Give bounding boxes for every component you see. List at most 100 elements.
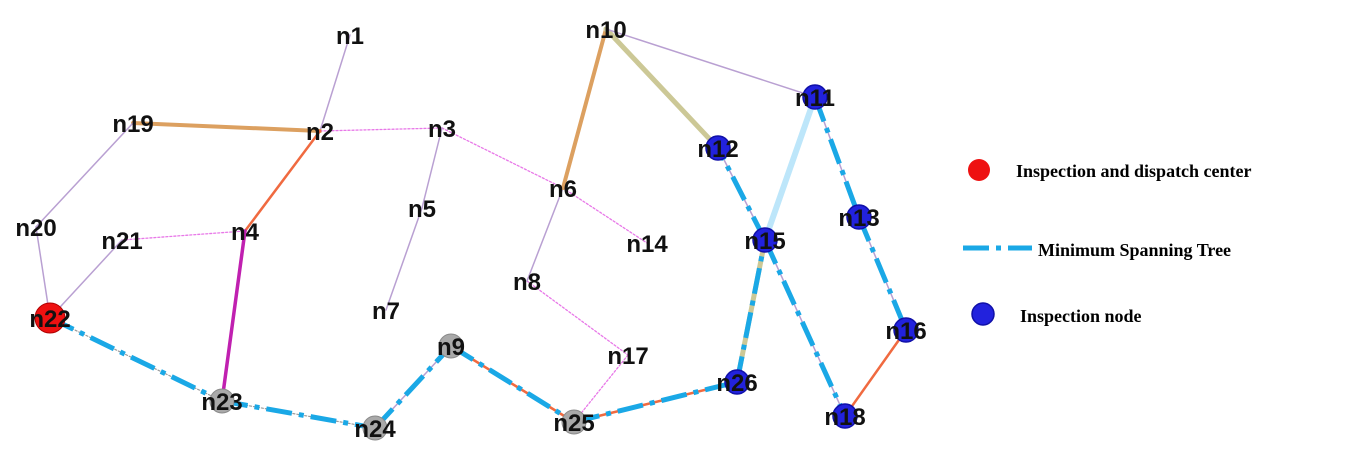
edge-n10-n12	[603, 26, 721, 151]
node-label-n1: n1	[336, 23, 364, 50]
node-label-n10: n10	[585, 17, 626, 44]
edge-n19-n20	[35, 122, 134, 228]
node-n17[interactable]: n17	[607, 343, 648, 370]
inspection-node-marker	[802, 84, 828, 110]
inspection-node-marker	[832, 403, 858, 429]
node-n6[interactable]: n6	[549, 176, 577, 203]
node-n21[interactable]: n21	[101, 228, 142, 255]
legend: Inspection and dispatch center Minimum S…	[963, 159, 1252, 326]
mst-edge-n23-n24	[221, 398, 376, 431]
node-label-n23: n23	[201, 389, 242, 416]
inspection-node-marker	[752, 227, 778, 253]
inspection-node-marker	[705, 135, 731, 161]
node-n18[interactable]: n18	[824, 403, 866, 431]
edge-n6-n14	[562, 187, 648, 244]
node-n19[interactable]: n19	[112, 111, 153, 138]
legend-inspection-label: Inspection node	[1020, 306, 1142, 326]
edge-n5-n7	[385, 207, 423, 311]
edge-n17-n25	[573, 354, 629, 423]
node-label-n21: n21	[101, 228, 142, 255]
mst-edge-n15-n12	[715, 146, 768, 242]
node-label-n22: n22	[29, 306, 70, 333]
node-label-n24: n24	[354, 416, 396, 443]
nodes-layer: n1 n2 n3 n4 n5 n6 n7 n8 n9 n10 n11 n12 n13 n14 n15 n16 n…	[15, 17, 926, 443]
node-n25[interactable]: n25	[553, 409, 595, 437]
node-n4[interactable]: n4	[231, 219, 260, 246]
node-label-n18: n18	[824, 404, 865, 431]
node-label-n6: n6	[549, 176, 577, 203]
node-n14[interactable]: n14	[626, 231, 668, 258]
mst-edge-n11-n13	[812, 96, 862, 218]
node-n26[interactable]: n26	[716, 369, 758, 397]
node-n22[interactable]: n22	[29, 302, 71, 334]
gray-node-marker	[561, 409, 587, 435]
node-n9[interactable]: n9	[437, 333, 465, 361]
edge-n16-n18	[843, 328, 908, 418]
edge-n6-n8	[526, 187, 564, 282]
node-n16[interactable]: n16	[885, 317, 927, 345]
mst-edge-n15-n18	[762, 238, 848, 418]
node-label-n20: n20	[15, 215, 56, 242]
mst-layer	[48, 96, 909, 431]
edge-n19-n2	[131, 121, 322, 133]
gray-node-marker	[362, 415, 388, 441]
node-n7[interactable]: n7	[372, 298, 400, 325]
node-label-n11: n11	[795, 85, 835, 112]
edge-n3-n6	[441, 127, 564, 189]
mst-edge-n22-n23	[48, 315, 224, 404]
node-n20[interactable]: n20	[15, 215, 56, 242]
node-n23[interactable]: n23	[201, 388, 243, 416]
edge-n1-n2	[319, 34, 351, 132]
edge-n10-n6	[561, 27, 608, 190]
legend-center-marker	[968, 159, 990, 181]
node-n24[interactable]: n24	[354, 415, 396, 443]
center-node-marker	[34, 302, 66, 334]
mst-edge-n26-n15	[734, 239, 768, 383]
gray-node-marker	[438, 333, 464, 359]
node-label-n17: n17	[607, 343, 648, 370]
node-n2[interactable]: n2	[306, 119, 334, 146]
node-label-n16: n16	[885, 318, 926, 345]
node-n3[interactable]: n3	[428, 116, 456, 143]
node-label-n5: n5	[408, 196, 436, 223]
node-n10[interactable]: n10	[585, 17, 626, 44]
edge-n2-n3	[319, 127, 443, 132]
edge-n21-n4	[121, 230, 246, 241]
legend-inspection-marker	[971, 302, 995, 326]
mst-edge-n9-n25	[449, 343, 576, 425]
edge-n11-n15	[762, 94, 818, 243]
node-label-n25: n25	[553, 410, 594, 437]
node-label-n13: n13	[838, 205, 879, 232]
edge-n21-n22	[49, 239, 123, 319]
edge-n3-n5	[421, 127, 443, 209]
mst-edge-n13-n16	[856, 216, 909, 331]
mst-edge-n24-n9	[373, 344, 453, 430]
node-label-n9: n9	[437, 334, 465, 361]
node-label-n14: n14	[626, 231, 668, 258]
inspection-node-marker	[724, 369, 750, 395]
node-label-n15: n15	[744, 228, 785, 255]
node-n11[interactable]: n11	[795, 84, 835, 112]
node-label-n7: n7	[372, 298, 400, 325]
legend-mst-label: Minimum Spanning Tree	[1038, 240, 1231, 260]
node-label-n12: n12	[697, 136, 738, 163]
node-label-n2: n2	[306, 119, 334, 146]
edge-n2-n4	[243, 129, 322, 233]
edge-n10-n11	[605, 28, 816, 98]
node-n5[interactable]: n5	[408, 196, 436, 223]
node-label-n3: n3	[428, 116, 456, 143]
inspection-node-marker	[846, 204, 872, 230]
gray-node-marker	[209, 388, 235, 414]
node-label-n19: n19	[112, 111, 153, 138]
node-n13[interactable]: n13	[838, 204, 880, 232]
edge-n8-n17	[526, 280, 629, 356]
legend-center-label: Inspection and dispatch center	[1016, 161, 1252, 181]
node-n15[interactable]: n15	[744, 227, 786, 255]
mst-edge-n25-n26	[573, 379, 738, 425]
node-n8[interactable]: n8	[513, 269, 541, 296]
node-n12[interactable]: n12	[697, 135, 739, 163]
node-label-n26: n26	[716, 370, 757, 397]
inspection-node-marker	[893, 317, 919, 343]
node-n1[interactable]: n1	[336, 23, 364, 50]
